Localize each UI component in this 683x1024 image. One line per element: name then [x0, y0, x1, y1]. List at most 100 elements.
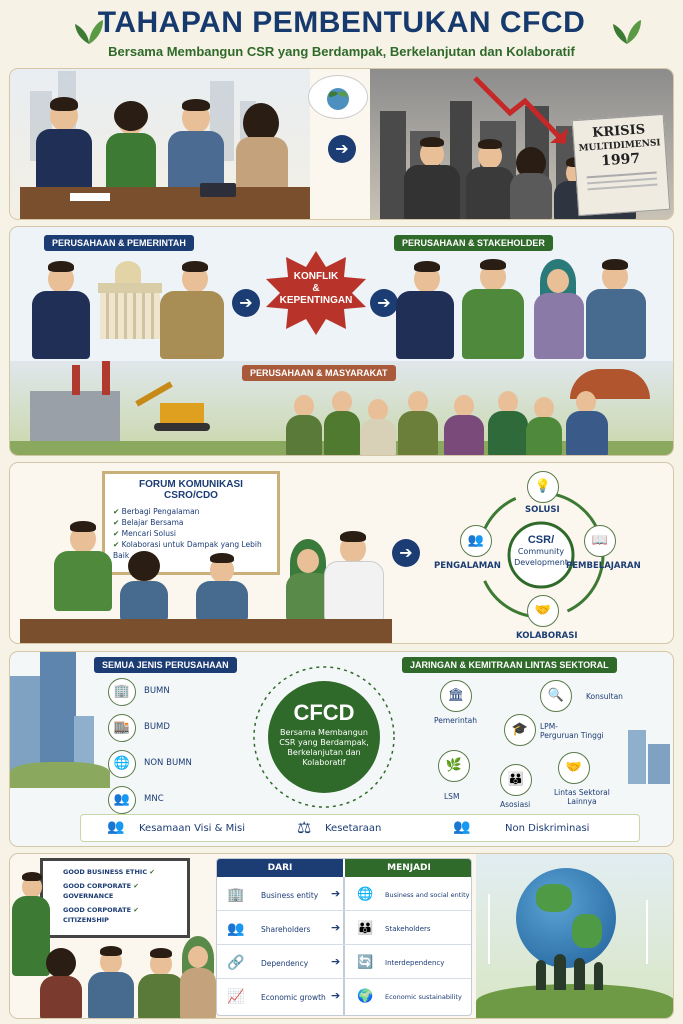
company-bumn: BUMN — [144, 686, 170, 696]
globe-people-icon: 🌐 — [357, 887, 374, 902]
people-icon: 👥 — [107, 819, 125, 835]
arrow-right-icon: ➔ — [328, 135, 356, 163]
burst-line-2: & — [312, 283, 320, 294]
cycle-solusi: SOLUSI — [525, 505, 560, 515]
scale-icon: ⚖ — [297, 818, 312, 837]
government-icon: 🏛 — [440, 680, 472, 712]
handshake-icon: 🤝 — [558, 752, 590, 784]
crisis-scene: KRISIS MULTIDIMENSI 1997 — [370, 69, 673, 219]
board-item: ✔ Belajar Bersama — [113, 518, 184, 527]
table-row: 🔗 Dependency ➔ 🔄 Interdependency — [217, 949, 471, 979]
newspaper: KRISIS MULTIDIMENSI 1997 — [571, 113, 671, 217]
users-icon: 👪 — [500, 764, 532, 796]
chart-up-icon: 📈 — [227, 989, 245, 1005]
cycle-icon: 🔄 — [357, 955, 374, 970]
arrow-right-icon: ➔ — [331, 921, 341, 934]
panel-forum: FORUM KOMUNIKASI CSRO/CDO ✔ Berbagi Peng… — [9, 462, 674, 644]
trend-down-arrow-icon — [473, 76, 568, 145]
burst-line-1: KONFLIK — [293, 271, 339, 282]
building-icon: 🏢 — [108, 678, 136, 706]
table — [20, 619, 392, 643]
people-icon: 👥 — [108, 786, 136, 814]
panel-crisis: ➔ KRISIS MULTIDIMENSI 1997 — [9, 68, 674, 220]
principle-3: GOOD CORPORATE ✔ — [63, 906, 139, 914]
cfcd-hub — [253, 666, 395, 808]
company-non-bumn: NON BUMN — [144, 758, 192, 768]
cycle-center: CSR/ Community Development — [514, 534, 568, 568]
table-row: 👥 Shareholders ➔ 👪 Stakeholders — [217, 915, 471, 945]
conflict-text: KONFLIK & KEPENTINGAN — [262, 271, 370, 307]
globe-leaf-icon — [327, 88, 349, 110]
panel-network: SEMUA JENIS PERUSAHAAN JARINGAN & KEMITR… — [9, 651, 674, 847]
table-row: 🏢 Business entity ➔ 🌐 Business and socia… — [217, 881, 471, 911]
value-visi: Kesamaan Visi & Misi — [139, 823, 246, 834]
tag-perusahaan-stakeholder: PERUSAHAAN & STAKEHOLDER — [394, 235, 553, 251]
building-icon: 🏬 — [108, 714, 136, 742]
arrow-right-icon: ➔ — [331, 989, 341, 1002]
board-item: ✔ Berbagi Pengalaman — [113, 507, 200, 516]
tag-jaringan: JARINGAN & KEMITRAAN LINTAS SEKTORAL — [402, 657, 617, 673]
principle-1: GOOD BUSINESS ETHIC ✔ — [63, 868, 155, 876]
building-icon: 🏢 — [227, 887, 245, 903]
col-menjadi: MENJADI — [345, 859, 471, 877]
excavator — [130, 381, 220, 431]
tag-perusahaan-pemerintah: PERUSAHAAN & PEMERINTAH — [44, 235, 194, 251]
leaf-icon: 🌿 — [438, 750, 470, 782]
cycle-pengalaman: PENGALAMAN — [434, 561, 501, 571]
board-title-2: CSRO/CDO — [164, 490, 218, 501]
cfcd-hub-text: CFCD Bersama Membangun CSR yang Berdampa… — [264, 700, 384, 768]
arrow-right-icon: ➔ — [331, 955, 341, 968]
tag-semua-perusahaan: SEMUA JENIS PERUSAHAAN — [94, 657, 237, 673]
partner-konsultan: Konsultan — [586, 692, 623, 701]
values-bar: 👥 Kesamaan Visi & Misi ⚖ Kesetaraan 👥 No… — [80, 814, 640, 842]
lightbulb-icon: 💡 — [527, 471, 559, 503]
col-dari: DARI — [217, 859, 343, 877]
cfcd-title: CFCD — [293, 700, 355, 725]
chain-link-icon: 🔗 — [227, 955, 245, 971]
panel-conflict: PERUSAHAAN & PEMERINTAH PERUSAHAAN & STA… — [9, 226, 674, 456]
company-mnc: MNC — [144, 794, 164, 804]
arrow-right-icon: ➔ — [232, 289, 260, 317]
principle-2: GOOD CORPORATE ✔ — [63, 882, 139, 890]
group-icon: 👪 — [357, 921, 374, 936]
globe-leaf-icon: 🌍 — [357, 989, 374, 1004]
government-building — [90, 257, 170, 347]
table-row: 📈 Economic growth ➔ 🌍 Economic sustainab… — [227, 989, 462, 1005]
principles-board: GOOD BUSINESS ETHIC ✔ GOOD CORPORATE ✔ G… — [40, 858, 190, 938]
partner-asosiasi: Asosiasi — [500, 800, 531, 809]
graduation-cap-icon: 🎓 — [504, 714, 536, 746]
partner-lsm: LSM — [444, 792, 460, 801]
cycle-kolaborasi: KOLABORASI — [516, 631, 578, 641]
earth-scene — [476, 854, 673, 1018]
partner-pemerintah: Pemerintah — [434, 716, 478, 725]
transformation-table: DARI MENJADI 🏢 Business entity ➔ 🌐 Busin… — [216, 858, 472, 1016]
page-title: TAHAPAN PEMBENTUKAN CFCD — [97, 6, 586, 39]
globe-icon: 🌐 — [108, 750, 136, 778]
book-icon: 📖 — [584, 525, 616, 557]
board-title-1: FORUM KOMUNIKASI — [139, 479, 243, 490]
page-subtitle: Bersama Membangun CSR yang Berdampak, Be… — [108, 44, 575, 59]
arrow-right-icon: ➔ — [370, 289, 398, 317]
users-icon: 👥 — [227, 921, 245, 937]
board-item: ✔ Kolaborasi untuk Dampak yang Lebih Bai… — [113, 540, 262, 560]
leaf-icon — [75, 20, 103, 44]
group-icon: 👥 — [453, 819, 471, 835]
value-non-diskriminasi: Non Diskriminasi — [505, 823, 590, 834]
document-search-icon: 🔍 — [540, 680, 572, 712]
principle-3b: CITIZENSHIP — [63, 916, 109, 924]
handshake-icon: 🤝 — [527, 595, 559, 627]
board-item: ✔ Mencari Solusi — [113, 529, 176, 538]
leaf-icon — [613, 20, 641, 44]
company-bumd: BUMD — [144, 722, 170, 732]
conflict-burst — [266, 251, 366, 335]
panel-transformation: GOOD BUSINESS ETHIC ✔ GOOD CORPORATE ✔ G… — [9, 853, 674, 1019]
meeting-scene — [10, 69, 310, 219]
principle-2b: GOVERNANCE — [63, 892, 114, 900]
tag-perusahaan-masyarakat: PERUSAHAAN & MASYARAKAT — [242, 365, 396, 381]
arrow-right-icon: ➔ — [392, 539, 420, 567]
value-kesetaraan: Kesetaraan — [325, 823, 382, 834]
partner-lpm: LPM-Perguruan Tinggi — [540, 722, 604, 740]
forum-board: FORUM KOMUNIKASI CSRO/CDO ✔ Berbagi Peng… — [102, 471, 280, 575]
group-icon: 👥 — [460, 525, 492, 557]
